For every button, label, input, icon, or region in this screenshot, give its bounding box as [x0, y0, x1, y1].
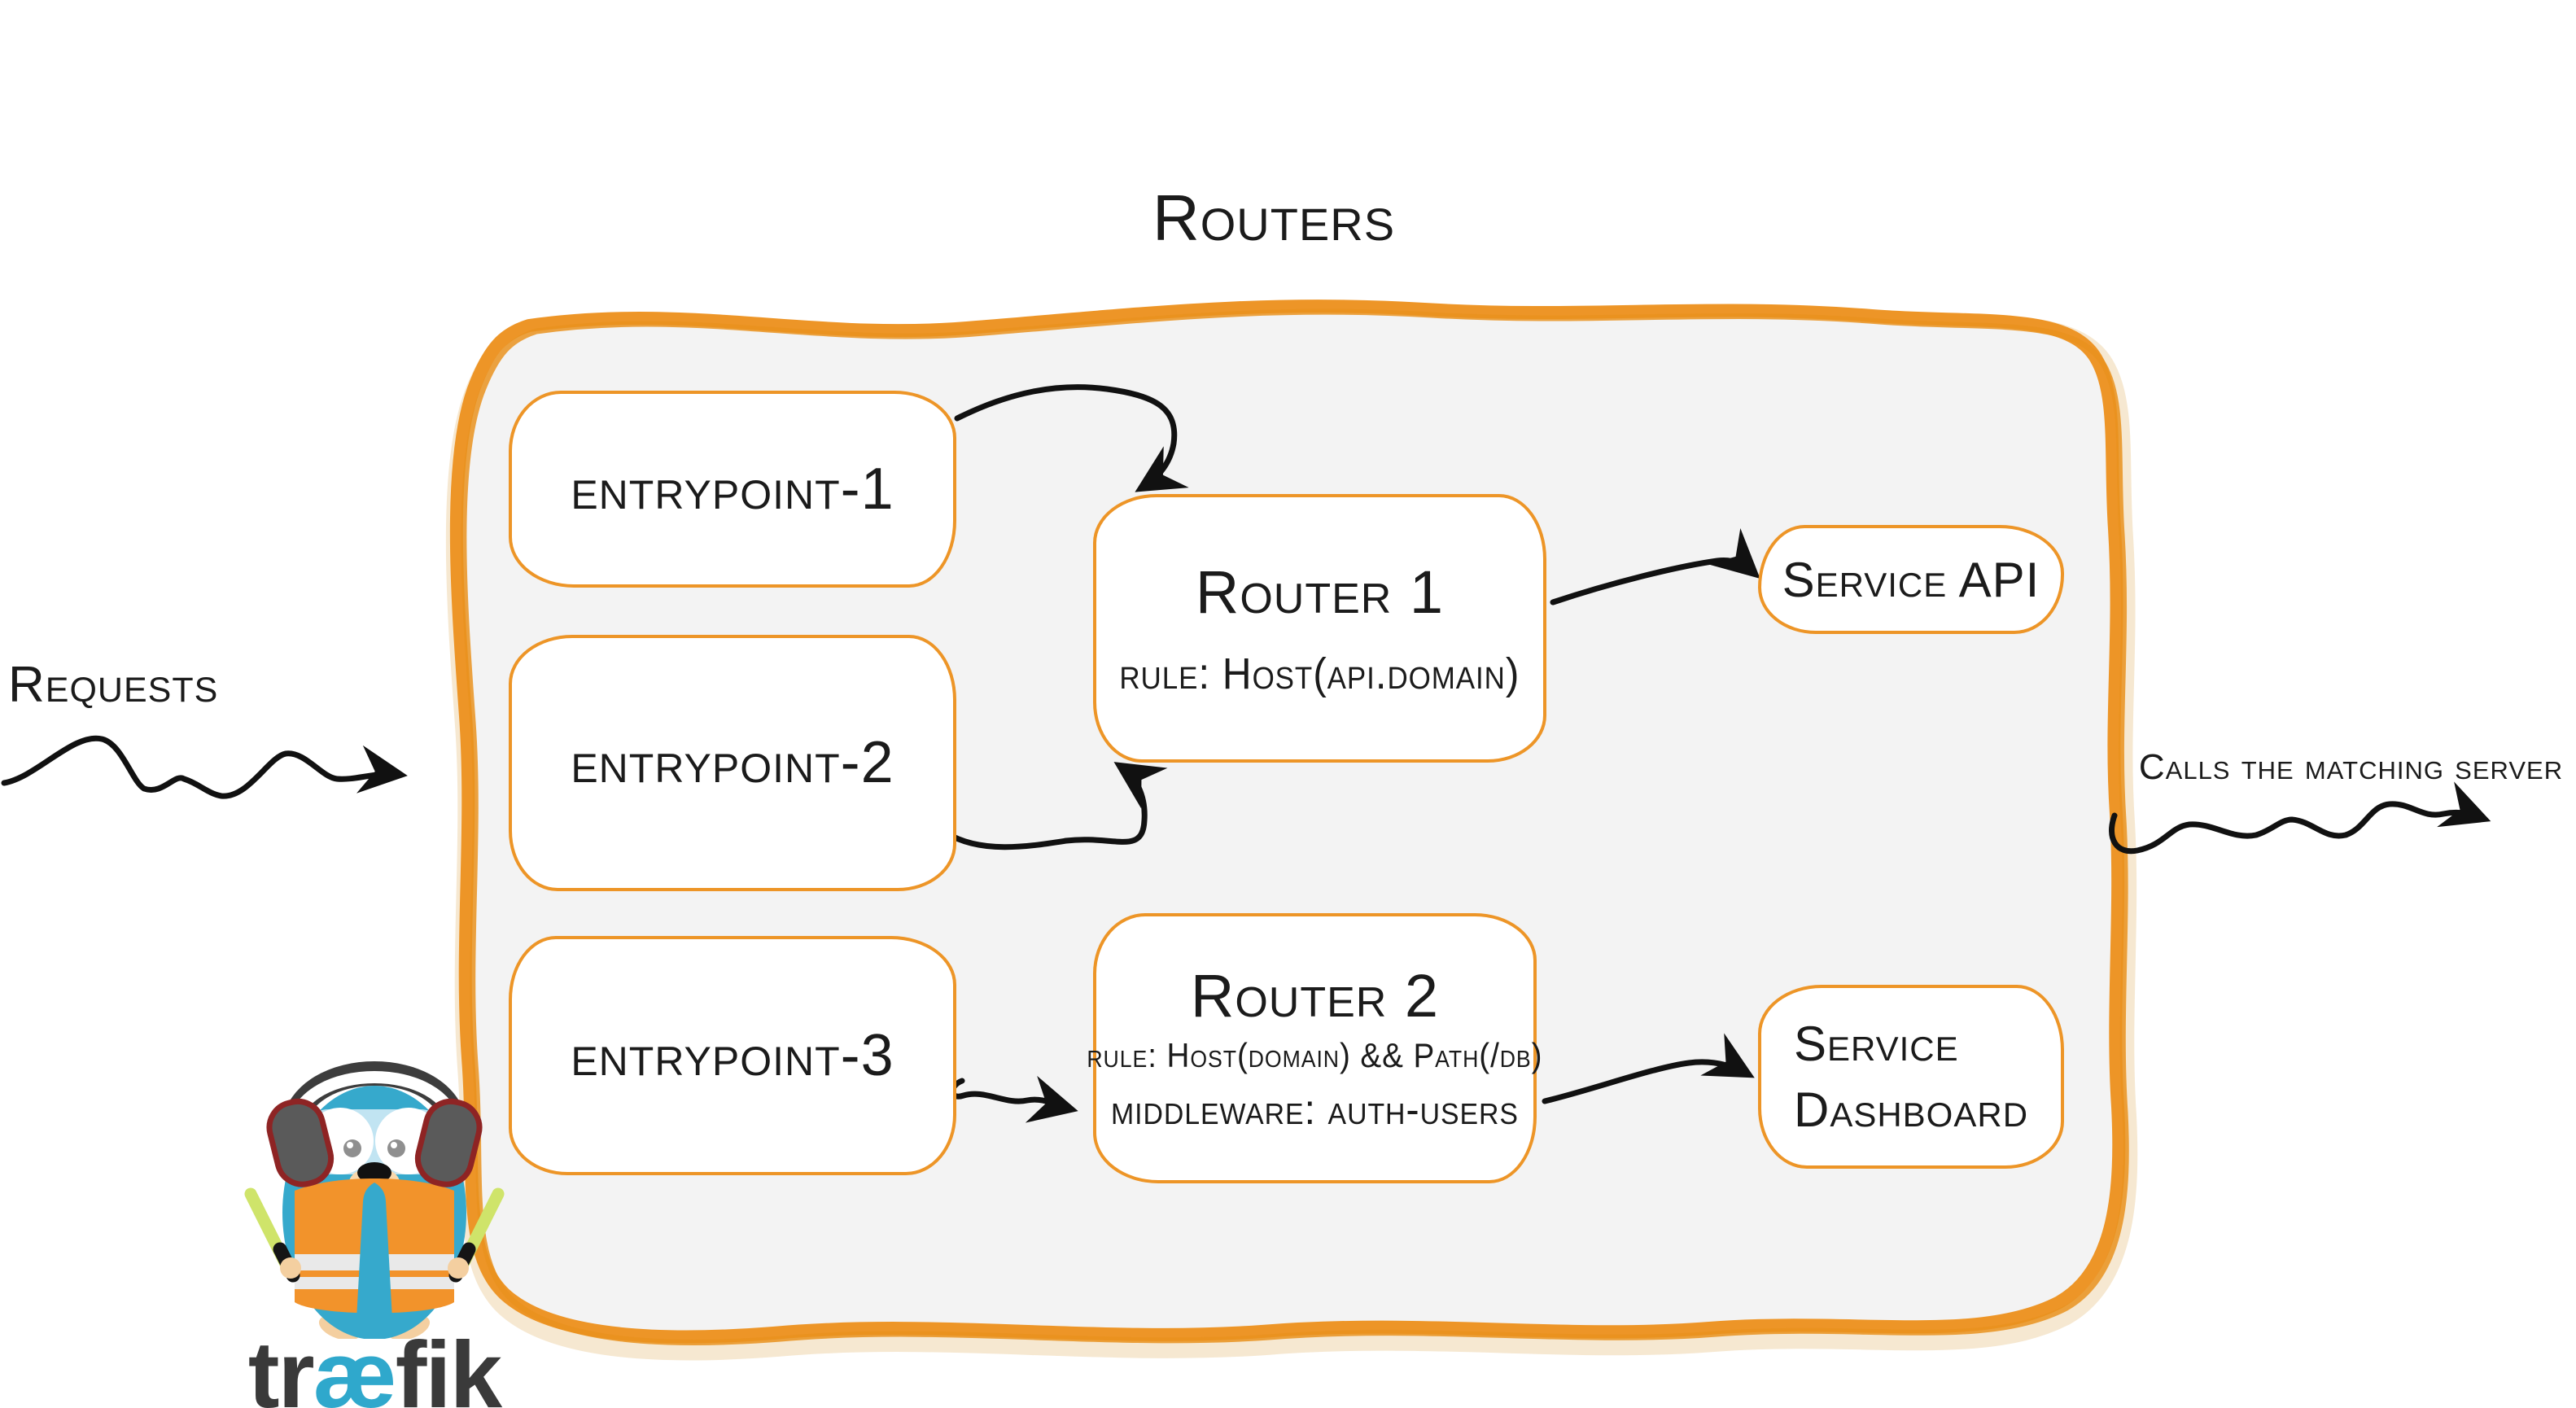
entrypoint-2-label: entrypoint-2: [571, 730, 894, 796]
requests-arrow: [1, 735, 408, 799]
traefik-gopher-icon: [244, 1061, 505, 1339]
entrypoint-1-box: entrypoint-1: [509, 391, 956, 588]
entrypoint-3-box: entrypoint-3: [509, 936, 956, 1175]
arrow-router1-serviceapi: [1550, 528, 1760, 606]
entrypoint-2-box: entrypoint-2: [509, 635, 956, 891]
arrow-entrypoint2-router1: [942, 762, 1168, 850]
service-dashboard-label: Service Dashboard: [1793, 1017, 2029, 1137]
calls-arrow: [2109, 781, 2491, 855]
wordmark-part-3: fik: [395, 1322, 502, 1408]
calls-label: Calls the matching server: [2138, 747, 2564, 787]
service-api-label: Service API: [1782, 552, 2040, 607]
router-2-rule: rule: Host(domain) && Path(/db): [1087, 1035, 1543, 1074]
diagram-title: Routers: [1152, 181, 1396, 254]
wordmark-part-2: æ: [313, 1322, 397, 1408]
routers-frame-overdraw: [461, 308, 2129, 1345]
entrypoint-1-label: entrypoint-1: [571, 456, 894, 522]
router-2-box: Router 2 rule: Host(domain) && Path(/db)…: [1087, 913, 1542, 1183]
service-dashboard-box: Service Dashboard: [1758, 985, 2064, 1169]
router-1-title: Router 1: [1195, 558, 1445, 627]
router-2-middleware: middleware: auth-users: [1111, 1086, 1519, 1134]
service-api-box: Service API: [1758, 525, 2064, 634]
requests-label: Requests: [8, 657, 219, 713]
arrow-entrypoint1-router1: [954, 384, 1189, 492]
arrow-router2-servicedashboard: [1542, 1033, 1755, 1104]
router-1-box: Router 1 rule: Host(api.domain): [1093, 494, 1546, 763]
router-2-title: Router 2: [1190, 962, 1440, 1030]
traefik-wordmark: træfik: [234, 1320, 514, 1408]
entrypoint-3-label: entrypoint-3: [571, 1022, 894, 1088]
router-1-rule: rule: Host(api.domain): [1119, 649, 1520, 698]
wordmark-part-1: tr: [247, 1322, 315, 1408]
